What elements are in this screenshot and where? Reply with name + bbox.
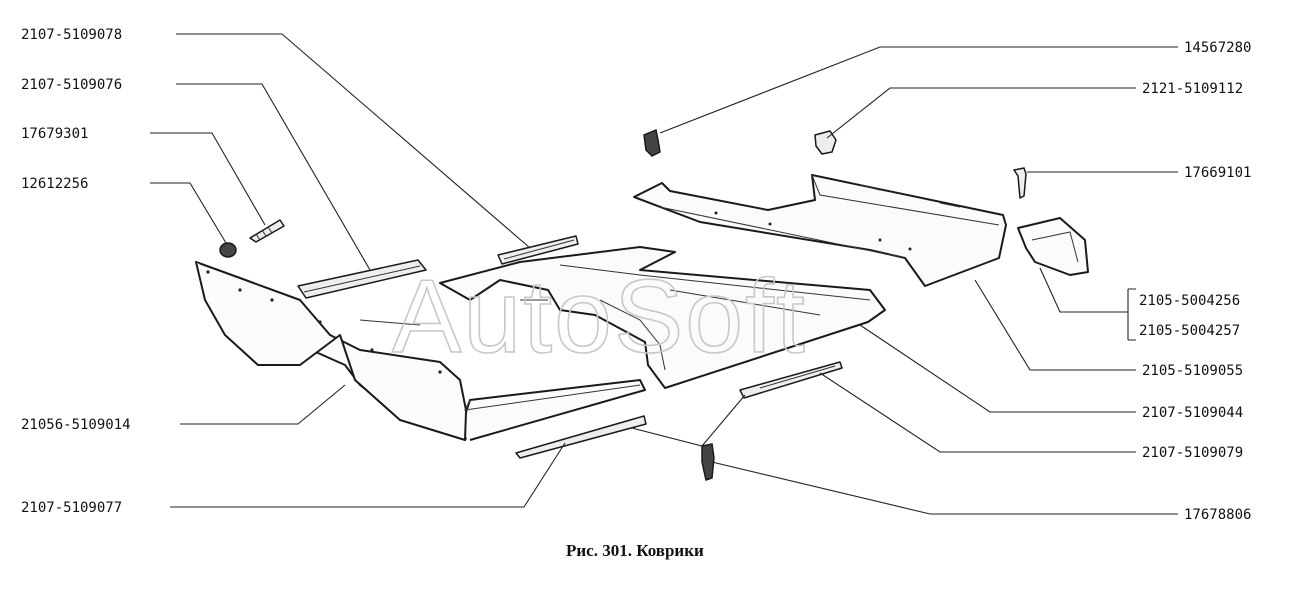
sill-strip-bottom-left xyxy=(515,415,647,459)
label-2107-5109078: 2107-5109078 xyxy=(21,27,122,43)
bolt-icon xyxy=(701,443,715,481)
screw-icon xyxy=(1013,167,1027,199)
label-17678806: 17678806 xyxy=(1184,507,1251,523)
label-2105-5004257: 2105-5004257 xyxy=(1139,323,1240,339)
watermark: AutoSoft xyxy=(392,259,807,375)
side-pad xyxy=(1017,217,1089,276)
clip-icon xyxy=(814,130,837,155)
front-floor-mat xyxy=(195,261,646,441)
tunnel-floor-mat xyxy=(439,246,886,389)
label-2107-5109079: 2107-5109079 xyxy=(1142,445,1243,461)
label-2105-5004256: 2105-5004256 xyxy=(1139,293,1240,309)
sill-strip-top xyxy=(497,235,579,265)
label-2107-5109076: 2107-5109076 xyxy=(21,77,122,93)
rear-floor-mat xyxy=(633,174,1007,287)
label-14567280: 14567280 xyxy=(1184,40,1251,56)
sill-strip-left xyxy=(297,259,427,299)
leader-lines xyxy=(150,33,1178,515)
label-21056-5109014: 21056-5109014 xyxy=(21,417,131,433)
sill-strip-bottom-right xyxy=(739,361,843,399)
label-17679301: 17679301 xyxy=(21,126,88,142)
screw-left-icon xyxy=(249,219,285,243)
label-17669101: 17669101 xyxy=(1184,165,1251,181)
label-2107-5109077: 2107-5109077 xyxy=(21,500,122,516)
label-2107-5109044: 2107-5109044 xyxy=(1142,405,1243,421)
label-2121-5109112: 2121-5109112 xyxy=(1142,81,1243,97)
grommet-icon xyxy=(219,242,237,258)
figure-caption: Рис. 301. Коврики xyxy=(566,541,704,560)
plug-clip-icon xyxy=(643,128,661,157)
label-12612256: 12612256 xyxy=(21,176,88,192)
pair-bracket xyxy=(1128,288,1136,341)
label-2105-5109055: 2105-5109055 xyxy=(1142,363,1243,379)
